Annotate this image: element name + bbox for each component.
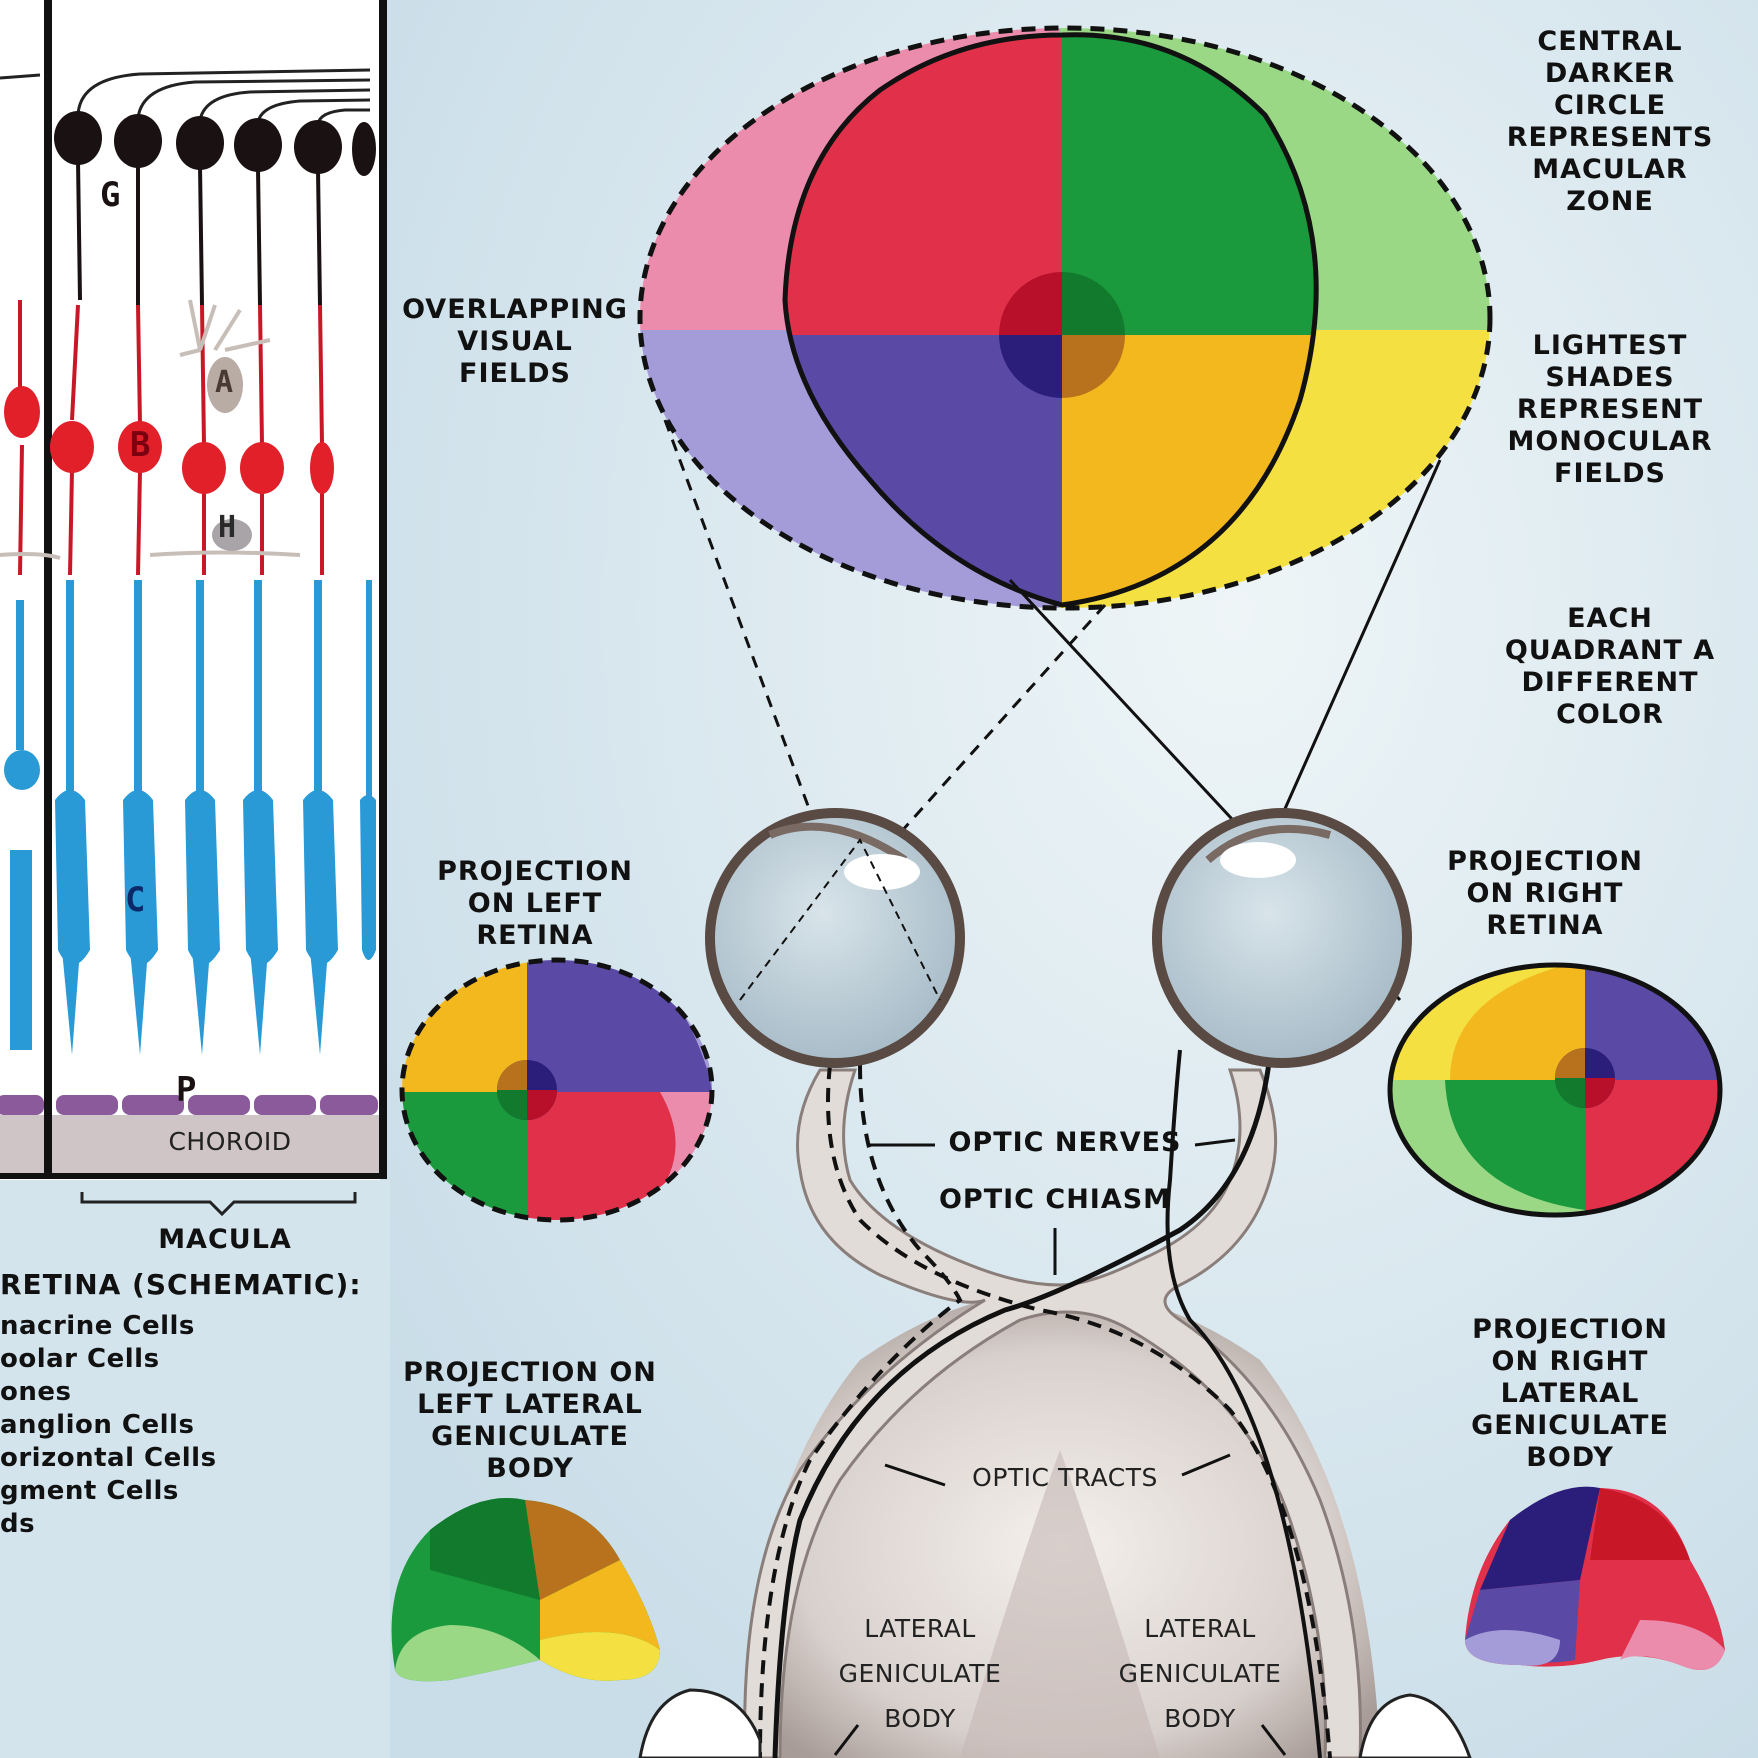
legend-list: nacrine Cells oolar Cells ones anglion C… bbox=[0, 1310, 217, 1541]
optic-nerves-and-tracts bbox=[743, 1049, 1362, 1758]
each-quadrant-label: EACH QUADRANT A DIFFERENT COLOR bbox=[1504, 603, 1716, 730]
macula-label: MACULA bbox=[158, 1224, 292, 1255]
projection-left-lgb-label: PROJECTION ON LEFT LATERAL GENICULATE BO… bbox=[403, 1357, 657, 1484]
bipolar-cells bbox=[4, 386, 334, 494]
legend-title: RETINA (SCHEMATIC): bbox=[0, 1268, 362, 1301]
left-eyeball bbox=[705, 808, 965, 1068]
choroid-band bbox=[52, 1115, 379, 1173]
legend-item: anglion Cells bbox=[0, 1410, 195, 1440]
legend-item: ones bbox=[0, 1377, 72, 1407]
ganglion-cells bbox=[54, 111, 376, 176]
legend-item: nacrine Cells bbox=[0, 1311, 195, 1341]
projection-left-retina-label: PROJECTION ON LEFT RETINA bbox=[437, 856, 633, 951]
left-eye-field-outline bbox=[637, 25, 1493, 611]
ganglion-dendrites bbox=[76, 159, 322, 306]
optic-chiasm-label: OPTIC CHIASM bbox=[938, 1184, 1172, 1215]
legend-item: oolar Cells bbox=[0, 1344, 160, 1374]
macula-brace bbox=[80, 1192, 357, 1217]
optic-nerves-label: OPTIC NERVES bbox=[948, 1127, 1182, 1158]
cone-cells bbox=[4, 580, 376, 1055]
ganglion-axons bbox=[0, 68, 371, 125]
cell-letter-p: P bbox=[176, 1070, 197, 1110]
cell-letter-a: A bbox=[215, 365, 234, 400]
left-lgb-projection bbox=[391, 1498, 660, 1682]
cell-letter-b: B bbox=[130, 425, 151, 465]
choroid-band-left bbox=[0, 1115, 44, 1173]
legend-item: ds bbox=[0, 1509, 36, 1539]
amacrine-cell bbox=[179, 299, 271, 413]
cell-letter-h: H bbox=[218, 510, 237, 545]
projection-right-retina-label: PROJECTION ON RIGHT RETINA bbox=[1447, 846, 1643, 941]
overlapping-visual-fields-label: OVERLAPPING VISUAL FIELDS bbox=[402, 294, 628, 389]
optic-tracts-label: OPTIC TRACTS bbox=[972, 1463, 1158, 1492]
legend-item: gment Cells bbox=[0, 1476, 179, 1506]
lightest-shades-label: LIGHTEST SHADES REPRESENT MONOCULAR FIEL… bbox=[1507, 330, 1713, 489]
lgb-right-label: LATERAL GENICULATE BODY bbox=[1118, 1614, 1282, 1733]
lgb-left-label: LATERAL GENICULATE BODY bbox=[838, 1614, 1002, 1733]
legend-background bbox=[0, 1180, 390, 1758]
cell-letter-c: C bbox=[125, 880, 146, 920]
pigment-cells bbox=[0, 1095, 378, 1115]
retina-schematic-panel bbox=[0, 0, 387, 1217]
right-lgb-projection bbox=[1465, 1486, 1725, 1670]
projection-right-lgb-label: PROJECTION ON RIGHT LATERAL GENICULATE B… bbox=[1471, 1314, 1669, 1473]
bipolar-processes bbox=[18, 300, 324, 576]
legend-item: orizontal Cells bbox=[0, 1443, 217, 1473]
central-darker-circle-label: CENTRAL DARKER CIRCLE REPRESENTS MACULAR… bbox=[1506, 26, 1714, 217]
cell-letter-g: G bbox=[100, 175, 121, 215]
right-eye-field-outline bbox=[782, 32, 1319, 608]
lateral-geniculate-bodies bbox=[638, 1688, 1472, 1758]
right-eyeball bbox=[1152, 808, 1412, 1068]
retina-macula-frame bbox=[44, 0, 387, 1179]
horizontal-cell bbox=[0, 519, 301, 560]
macular-zone bbox=[999, 272, 1125, 398]
choroid-label: CHOROID bbox=[168, 1127, 292, 1156]
leader-lines bbox=[833, 1138, 1287, 1756]
